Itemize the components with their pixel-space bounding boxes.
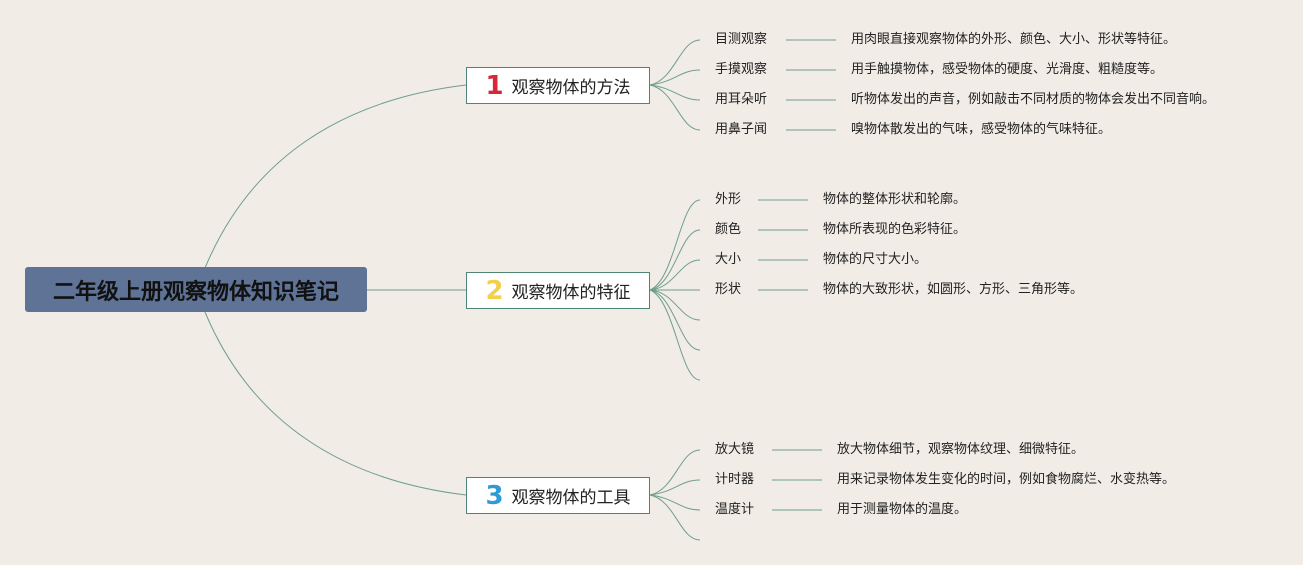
connector-b3-item-2 (649, 479, 701, 496)
branch-node-tools[interactable]: 3 观察物体的工具 (466, 477, 650, 514)
desc-color: 物体所表现的色彩特征。 (823, 222, 967, 237)
branch-label: 观察物体的方法 (511, 78, 631, 98)
connector-root-branch-1 (204, 84, 467, 269)
desc-size: 物体的尺寸大小。 (823, 252, 928, 267)
desc-timer: 用来记录物体发生变化的时间，例如食物腐烂、水变热等。 (837, 472, 1176, 487)
desc-magnifier: 放大物体细节，观察物体纹理、细微特征。 (837, 442, 1085, 457)
branch-number: 3 (485, 480, 504, 511)
connector-b2-item-1 (649, 199, 701, 291)
branch-number: 1 (485, 70, 504, 101)
branch-number: 2 (485, 275, 504, 306)
item-smell[interactable]: 用鼻子闻 (715, 122, 768, 137)
connector-b2-item-2 (649, 229, 701, 291)
item-thermometer[interactable]: 温度计 (715, 502, 755, 517)
item-form[interactable]: 形状 (715, 282, 742, 297)
desc-visual-observation: 用肉眼直接观察物体的外形、颜色、大小、形状等特征。 (851, 32, 1177, 47)
connector-b3-item-3 (649, 494, 701, 511)
desc-thermometer: 用于测量物体的温度。 (837, 502, 968, 517)
connector-b1-item-2 (649, 69, 701, 86)
item-visual-observation[interactable]: 目测观察 (715, 32, 768, 47)
branch-node-methods[interactable]: 1 观察物体的方法 (466, 67, 650, 104)
item-shape-outline[interactable]: 外形 (715, 192, 742, 207)
branch-node-features[interactable]: 2 观察物体的特征 (466, 272, 650, 309)
connector-b2-item-5 (649, 289, 701, 321)
connector-b2-item-3 (649, 259, 701, 291)
connector-root-branch-3 (204, 311, 467, 496)
desc-form: 物体的大致形状，如圆形、方形、三角形等。 (823, 282, 1084, 297)
branch-label: 观察物体的工具 (511, 488, 631, 508)
connector-b2-item-6 (649, 289, 701, 351)
item-color[interactable]: 颜色 (715, 222, 742, 237)
connector-b1-item-1 (649, 39, 701, 86)
item-timer[interactable]: 计时器 (715, 472, 755, 487)
item-touch-observation[interactable]: 手摸观察 (715, 62, 768, 77)
root-title: 二年级上册观察物体知识笔记 (52, 279, 339, 305)
desc-smell: 嗅物体散发出的气味，感受物体的气味特征。 (851, 122, 1112, 137)
desc-shape-outline: 物体的整体形状和轮廓。 (823, 192, 967, 207)
item-listen[interactable]: 用耳朵听 (715, 92, 768, 107)
connector-b3-item-4 (649, 494, 701, 541)
item-magnifier[interactable]: 放大镜 (715, 442, 755, 457)
item-size[interactable]: 大小 (715, 252, 742, 267)
branch-label: 观察物体的特征 (511, 283, 631, 303)
connector-b2-item-7 (649, 289, 701, 381)
desc-touch-observation: 用手触摸物体，感受物体的硬度、光滑度、粗糙度等。 (851, 62, 1164, 77)
connector-b3-item-1 (649, 449, 701, 496)
connector-b1-item-4 (649, 84, 701, 131)
desc-listen: 听物体发出的声音，例如敲击不同材质的物体会发出不同音响。 (851, 92, 1216, 107)
connector-b1-item-3 (649, 84, 701, 101)
root-node[interactable]: 二年级上册观察物体知识笔记 (25, 267, 367, 312)
